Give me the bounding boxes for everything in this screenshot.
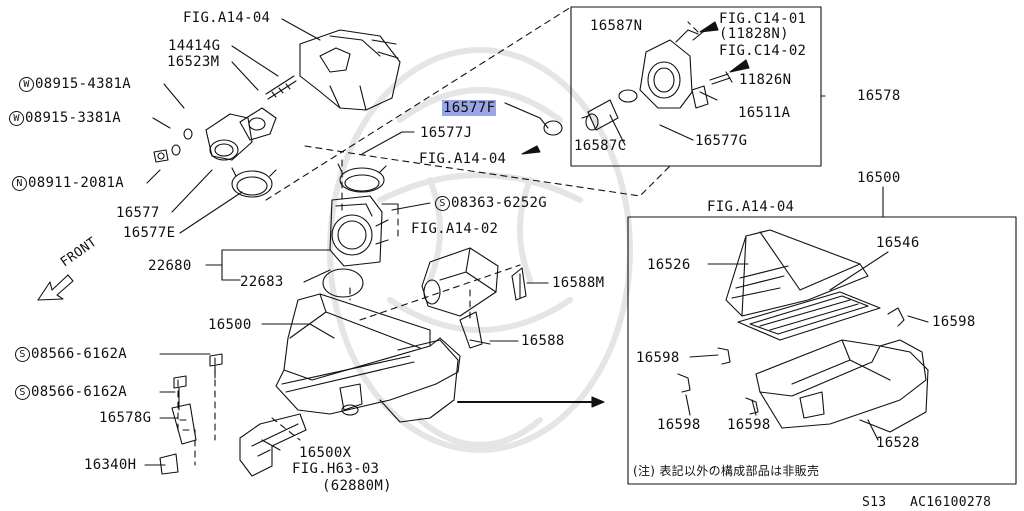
label-16577j[interactable]: 16577J (420, 125, 473, 141)
arrows (457, 21, 750, 408)
part-cover-16526 (725, 229, 869, 317)
page-code-s13: S13 (862, 495, 887, 510)
label-16523m[interactable]: 16523M (167, 54, 220, 70)
label-16578[interactable]: 16578 (857, 88, 901, 104)
label-16598-bottom-left[interactable]: 16598 (657, 417, 701, 433)
label-16500-left[interactable]: 16500 (208, 317, 252, 333)
label-16587c[interactable]: 16587C (574, 138, 627, 154)
front-arrow-icon (37, 274, 74, 301)
note-not-for-sale: (注) 表記以外の構成部品は非販売 (633, 464, 820, 478)
label-fig-a14-02[interactable]: FIG.A14-02 (411, 221, 499, 237)
part-seal-16511a (691, 85, 709, 109)
label-16587n[interactable]: 16587N (590, 18, 643, 34)
nut-mark-icon: N (12, 176, 27, 191)
part-filter-22683 (322, 268, 364, 298)
part-duct-16500x (239, 413, 307, 477)
part-air-duct-16577 (205, 113, 253, 161)
page-code-ac16100278: AC16100278 (910, 495, 992, 510)
label-fig-a14-04-mid[interactable]: FIG.A14-04 (419, 151, 507, 167)
part-gasket-16523m (239, 107, 277, 141)
part-resonator (421, 247, 499, 317)
label-16546[interactable]: 16546 (876, 235, 920, 251)
label-16500-box[interactable]: 16500 (857, 170, 901, 186)
part-element-16546 (737, 291, 881, 341)
label-16577f-highlighted[interactable]: 16577F (442, 100, 497, 116)
washer-mark-icon: W (9, 111, 24, 126)
label-16577g[interactable]: 16577G (695, 133, 748, 149)
part-washers (153, 128, 193, 163)
label-16340h[interactable]: 16340H (84, 457, 137, 473)
label-11828n: (11828N) (719, 26, 789, 42)
part-clamp-16577f (543, 120, 563, 136)
dashed-projection-lines (177, 6, 699, 466)
part-bracket-16578g (171, 403, 197, 445)
part-stud-14414g (265, 75, 297, 100)
screw-mark-icon: S (15, 347, 30, 362)
screw-mark-icon: S (15, 385, 30, 400)
part-bolt-11826n (709, 71, 733, 85)
label-16598-left[interactable]: 16598 (636, 350, 680, 366)
part-case-16528 (755, 339, 929, 433)
part-sensor-body-16578 (639, 29, 699, 109)
label-22680[interactable]: 22680 (148, 258, 192, 274)
washer-mark-icon: W (19, 77, 34, 92)
label-16588m[interactable]: 16588M (552, 275, 605, 291)
part-clamp-16577e (231, 167, 277, 198)
sub-assembly-box-16500 (627, 216, 1017, 485)
label-fig-h63-03[interactable]: FIG.H63-03 (292, 461, 380, 477)
label-62880m: (62880M) (322, 478, 392, 494)
part-intake-tube (299, 29, 401, 111)
sub-assembly-box-16578 (570, 6, 822, 167)
label-16526[interactable]: 16526 (647, 257, 691, 273)
label-fig-c14-01[interactable]: FIG.C14-01 (719, 11, 807, 27)
label-16500x[interactable]: 16500X (299, 445, 352, 461)
label-fig-c14-02[interactable]: FIG.C14-02 (719, 43, 807, 59)
part-bracket-16588m (511, 267, 527, 301)
label-16511a[interactable]: 16511A (738, 105, 791, 121)
label-fig-a14-04-box[interactable]: FIG.A14-04 (707, 199, 795, 215)
label-16577[interactable]: 16577 (116, 205, 160, 221)
label-fig-a14-04-top[interactable]: FIG.A14-04 (183, 10, 271, 26)
part-clips-16598 (677, 307, 905, 415)
label-16598-bottom-mid[interactable]: 16598 (727, 417, 771, 433)
label-11826n[interactable]: 11826N (739, 72, 792, 88)
part-clamp-16577j (337, 163, 387, 193)
screw-mark-icon: S (435, 196, 450, 211)
label-14414g[interactable]: 14414G (168, 38, 221, 54)
part-grommet-16340h (159, 453, 179, 475)
part-oring-16577g (618, 89, 638, 103)
part-sensor-16587c (581, 99, 619, 131)
label-22683[interactable]: 22683 (240, 274, 284, 290)
part-bracket-16588 (459, 311, 491, 349)
part-air-cleaner-16500 (275, 293, 461, 423)
leader-lines (144, 18, 929, 466)
part-airflow-meter-22680 (329, 195, 399, 267)
label-16528[interactable]: 16528 (876, 435, 920, 451)
label-16588[interactable]: 16588 (521, 333, 565, 349)
label-16598-right[interactable]: 16598 (932, 314, 976, 330)
label-16578g[interactable]: 16578G (99, 410, 152, 426)
label-16577e[interactable]: 16577E (123, 225, 176, 241)
